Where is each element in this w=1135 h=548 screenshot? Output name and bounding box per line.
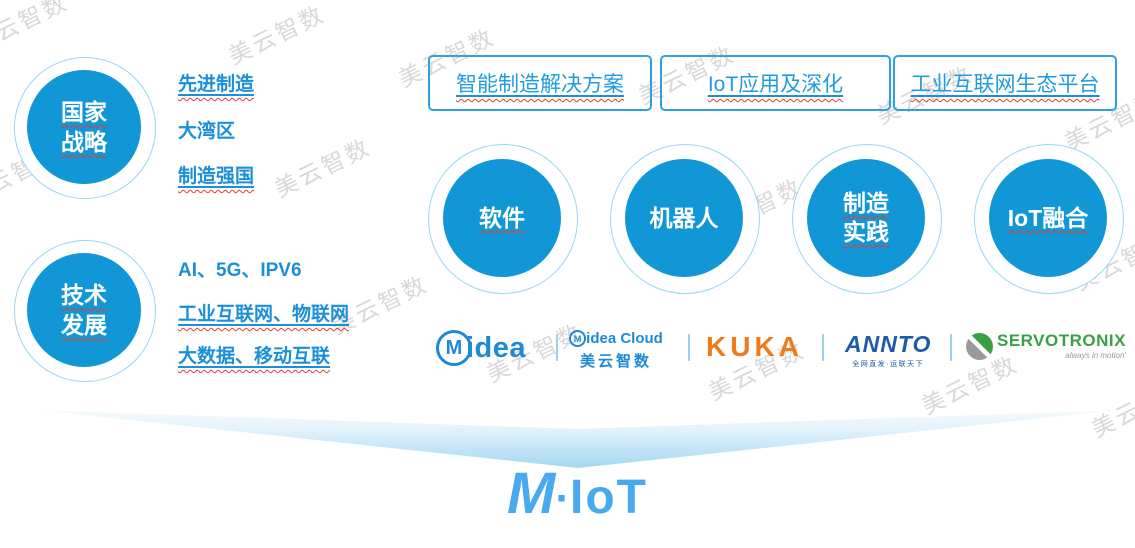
strategy-item: 工业互联网、物联网 (178, 304, 350, 325)
logo-separator (950, 334, 952, 361)
strategy-circle-2-line1: 技术 (61, 282, 107, 308)
domain-circle-manufacturing: 制造 实践 (807, 159, 925, 277)
domain-circle-software: 软件 (443, 159, 561, 277)
servotronix-swirl-icon (966, 333, 993, 360)
logo-separator (688, 334, 690, 361)
logo-separator (822, 334, 824, 361)
midea-logo: M idea (436, 330, 526, 366)
annto-wordmark: ANNTO (845, 331, 932, 357)
midea-cloud-wordmark: idea Cloud (586, 330, 663, 347)
miot-logo-iot: IoT (570, 471, 648, 524)
strategy-circle-2: 技术 发展 (27, 253, 141, 367)
servotronix-logo: SERVOTRONIX always in motion' (966, 331, 1126, 360)
strategy-circle-1-line1: 国家 (61, 99, 107, 125)
funnel-shape (37, 410, 1119, 468)
domain-circle-iot-fusion: IoT融合 (989, 159, 1107, 277)
strategy-circle-1-line2: 战略 (61, 129, 107, 155)
annto-logo: ANNTO 全网直发·运联天下 (845, 331, 931, 369)
strategy-item: 大数据、移动互联 (178, 346, 331, 367)
strategy-item: AI、5G、IPV6 (178, 260, 302, 281)
annto-tagline: 全网直发·运联天下 (852, 361, 925, 368)
midea-emblem-icon: M (436, 330, 472, 366)
midea-cloud-chinese-name: 美云智数 (579, 353, 652, 370)
strategy-item: 大湾区 (178, 121, 236, 142)
solution-box-iot-application: IoT应用及深化 (660, 55, 891, 111)
servotronix-wordmark: SERVOTRONIX (997, 331, 1126, 350)
solution-box-industrial-internet: 工业互联网生态平台 (893, 55, 1117, 111)
strategy-item: 制造强国 (178, 166, 255, 187)
strategy-circle-1: 国家 战略 (27, 70, 141, 184)
kuka-logo: KUKA (706, 331, 803, 362)
miot-logo-dot: · (555, 474, 570, 523)
watermark-text: 美云智数 (1087, 373, 1135, 443)
midea-wordmark: idea (466, 331, 527, 364)
miot-logo-m: M (507, 461, 556, 526)
solution-box-smart-manufacturing: 智能制造解决方案 (428, 55, 652, 111)
midea-cloud-logo: M idea Cloud 美云智数 (564, 330, 668, 371)
strategy-circle-2-line2: 发展 (61, 312, 107, 338)
logo-separator (556, 334, 558, 361)
strategy-item: 先进制造 (178, 74, 255, 95)
domain-circle-robot: 机器人 (625, 159, 743, 277)
watermark-text: 美云智数 (270, 133, 376, 203)
miot-logo: M·IoT (0, 465, 1135, 525)
midea-cloud-emblem-icon: M (569, 330, 587, 347)
servotronix-tagline: always in motion' (1065, 351, 1126, 360)
watermark-text: 美云智数 (224, 0, 330, 70)
watermark-text: 美云智数 (0, 0, 73, 58)
